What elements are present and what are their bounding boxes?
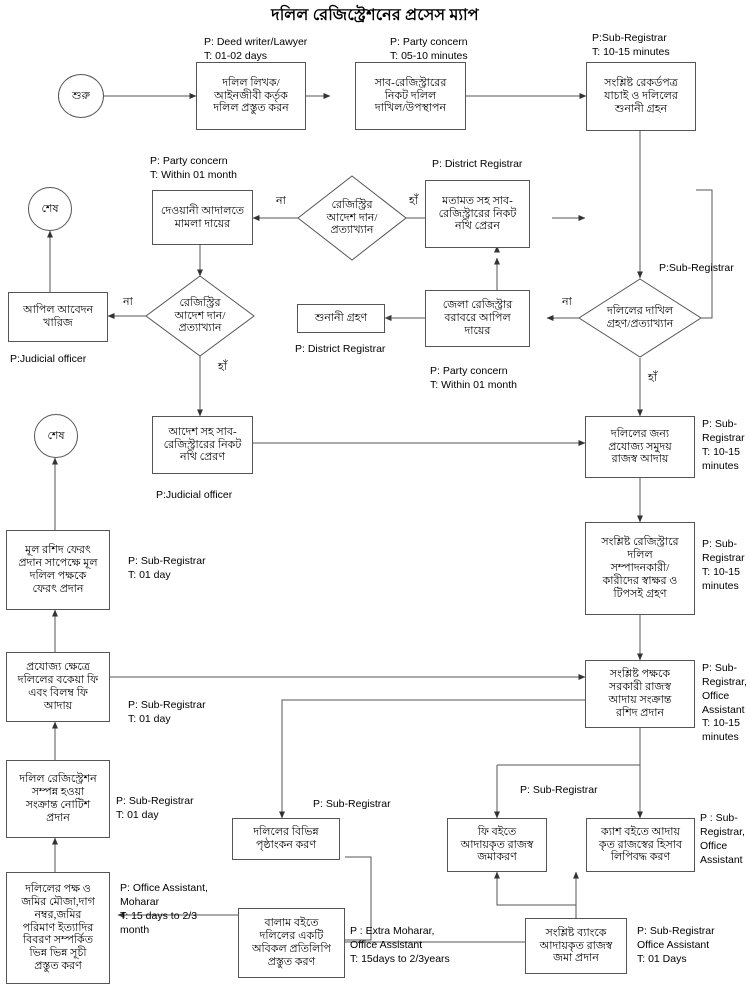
annotation-arrear-fee: P: Sub-Registrar T: 01 day	[128, 699, 206, 725]
annotation-collect-revenue: P: Sub- Registrar T: 10-15 minutes	[702, 418, 745, 472]
annotation-verify-records: P:Sub-Registrar T: 10-15 minutes	[592, 32, 670, 58]
annotation-submit-subregistrar: P: Party concern T: 05-10 minutes	[390, 36, 468, 62]
annotation-bank-deposit: P: Sub-Registrar Office Assistant T: 01 …	[637, 925, 715, 965]
edge-label-no-2: না	[123, 296, 133, 308]
node-end-mid[interactable]: শেষ	[34, 414, 78, 458]
edge-label-yes-2: হাঁ	[218, 361, 227, 373]
node-civil-court-case[interactable]: দেওয়ানী আদালতেমামলা দায়ের	[152, 190, 253, 245]
node-start[interactable]: শুরু	[58, 74, 104, 118]
annotation-deed-prepare: P: Deed writer/Lawyer T: 01-02 days	[204, 36, 308, 62]
node-balam-copy[interactable]: বালাম বইতেদলিলের একটিঅবিকল প্রতিলিপিপ্রস…	[238, 908, 345, 978]
annotation-balam-copy: P : Extra Moharar, Office Assistant T: 1…	[350, 925, 450, 965]
annotation-registration-notice: P: Sub-Registrar T: 01 day	[116, 795, 194, 821]
annotation-fee-book: P: Sub-Registrar	[520, 784, 598, 796]
annotation-appeal-rejected: P:Judicial officer	[10, 353, 87, 365]
annotation-endorsement: P: Sub-Registrar	[313, 798, 391, 810]
annotation-order-send-file: P:Judicial officer	[156, 489, 233, 501]
edge-label-yes-3: হাঁ	[648, 372, 657, 384]
edge-endorsement-to-balam	[345, 856, 372, 941]
annotation-signature-collect: P: Sub- Registrar T: 10-15 minutes	[702, 538, 745, 592]
edge-label-no-1: না	[276, 195, 286, 207]
annotation-civil-court-case: P: Party concern T: Within 01 month	[150, 155, 237, 181]
annotation-return-original: P: Sub-Registrar T: 01 day	[128, 555, 206, 581]
node-hearing[interactable]: শুনানী গ্রহণ	[297, 304, 385, 333]
annotation-cash-book: P : Sub- Registrar, Office Assistant	[700, 812, 745, 866]
edge-bank-to-feebook	[494, 871, 576, 906]
node-end-top[interactable]: শেষ	[28, 187, 72, 231]
annotation-index-prepare: P: Office Assistant, Moharar T: 15 days …	[120, 882, 208, 936]
annotation-appeal-district: P: Party concern T: Within 01 month	[430, 365, 517, 391]
node-arrear-fee[interactable]: প্রযোজ্য ক্ষেত্রেদলিলের বকেয়া ফিএবং বিল…	[6, 652, 110, 722]
annotation-receipt-issue: P: Sub- Registrar, Office Assistant T: 1…	[702, 662, 747, 744]
edge-label-yes-1: হাঁ	[409, 195, 418, 207]
edge-receipt-to-endorsement	[281, 699, 585, 765]
annotation-hearing: P: District Registrar	[295, 343, 386, 355]
edge-label-no-3: না	[562, 296, 572, 308]
annotation-opinion-send-file: P: District Registrar	[432, 158, 523, 170]
page-title: দলিল রেজিস্ট্রেশনের প্রসেস ম্যাপ	[271, 7, 479, 24]
annotation-doc-accept-reject: P:Sub-Registrar	[659, 262, 734, 274]
